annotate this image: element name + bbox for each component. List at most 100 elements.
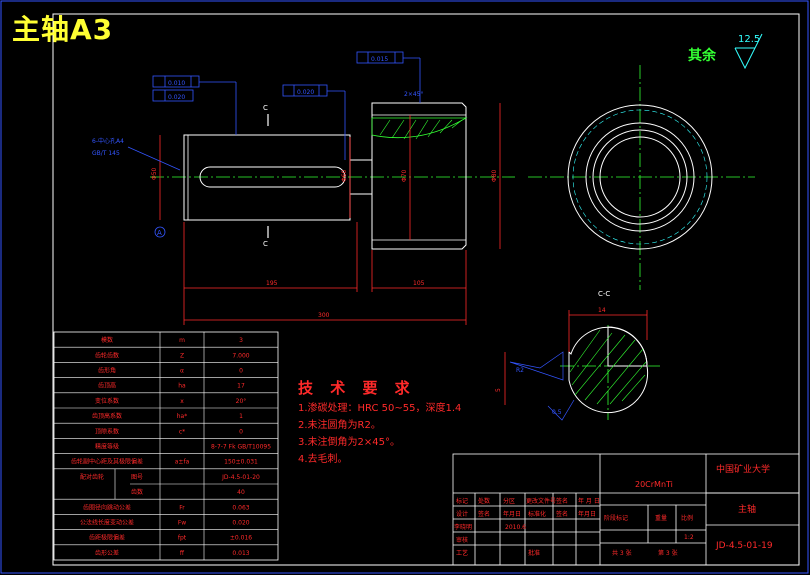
tb-craft: 工艺 [456,549,468,557]
params-cell: 精度等级 [95,443,119,451]
roughness-value: 12.5 [738,34,761,45]
tb-sign-1: 设计 [456,510,468,518]
section-depth-dim: 5 [495,388,502,392]
tb-stage-3: 比例 [681,514,693,522]
tb-sheet-no: 第 3 张 [658,549,678,557]
technical-requirements: 技 术 要 求 1.渗碳处理：HRC 50~55，深度1.4 2.未注圆角为R2… [298,380,461,468]
section-angle-dim: R2 [516,367,524,374]
chamfer-note: 2×45° [404,91,423,98]
section-other-dim: 0.5 [552,409,562,416]
roughness-symbol [734,33,763,70]
dim-len-300: 300 [318,312,330,319]
tb-rev-6: 年 月 日 [578,497,600,505]
main-view: Φ50 Φ60 Φ70 Φ80 195 105 300 0.010 0.02 [92,51,515,325]
tb-date: 2010.6 [505,524,526,531]
tb-stage-2: 重量 [655,514,667,522]
tb-sign-6: 年月日 [578,510,596,518]
params-cell: ±0.016 [230,535,252,542]
tech-line-2: 2.未注圆角为R2。 [298,420,381,431]
tech-line-1: 1.渗碳处理：HRC 50~55，深度1.4 [298,403,462,414]
params-cell: a±fa [175,459,190,466]
params-cell: fpt [178,535,187,542]
params-cell: m [179,337,185,344]
params-cell: 齿顶高 [98,382,116,390]
params-cell: 变位系数 [95,397,119,405]
params-cell: 7.000 [232,352,249,359]
dim-len-195: 195 [266,280,278,287]
inner-border [52,13,800,566]
params-cell: ha* [177,413,187,420]
end-view [528,65,755,290]
section-view: C-C 14 5 R2 0.5 [495,290,660,421]
params-cell: 40 [237,489,245,496]
tb-approve: 批准 [528,549,540,557]
params-cell: 0.013 [232,550,249,557]
section-width-dim: 14 [598,307,606,314]
tech-heading: 技 术 要 求 [298,379,416,397]
params-cell: 齿圈径向跳动公差 [83,503,131,511]
params-cell: 齿轮齿数 [95,351,119,359]
params-cell: 1 [239,413,243,420]
dim-d-mid: Φ60 [341,169,348,182]
tb-sign-3: 年月日 [503,510,521,518]
params-cell: 顶隙系数 [95,427,119,435]
tol-2: 0.020 [168,94,185,101]
params-cell: α [180,368,184,375]
tb-school: 中国矿业大学 [716,463,770,475]
params-cell: 0 [239,428,243,435]
tb-scale: 1:2 [684,534,694,541]
params-cell: 公法线长度变动公差 [80,519,134,527]
params-cell: 20° [236,398,247,405]
params-cell: 150±0.031 [224,459,258,466]
params-cell: 8-7-7 Fk GB/T10095 [211,444,271,451]
params-table-frame [53,331,279,561]
params-cell: Fw [178,520,186,527]
params-cell: 齿轮副中心距及其极限偏差 [71,458,143,466]
tb-code: JD-4.5-01-19 [715,541,773,551]
tb-material: 20CrMnTi [635,480,673,489]
tech-line-4: 4.去毛刺。 [298,454,348,465]
tb-audit: 审核 [456,536,468,544]
tb-part: 主轴 [738,503,756,515]
tb-sign-5: 签名 [556,510,568,518]
params-cell: 图号 [131,474,143,481]
params-cell: c* [179,428,185,435]
left-note-1: 6-中心孔A4 [92,137,124,145]
drawing-title: 主轴A3 [12,13,114,46]
tb-rev-3: 分区 [503,497,515,505]
tol-3: 0.020 [297,89,314,96]
dim-len-105: 105 [413,280,425,287]
params-cell: 齿数 [131,488,143,496]
title-block-text: 20CrMnTi 中国矿业大学 主轴 JD-4.5-01-19 标记 处数 分区… [454,463,773,557]
params-cell: 配对齿轮 [80,473,104,481]
tb-sheets: 共 3 张 [612,549,632,557]
params-cell: 17 [237,383,245,390]
params-cell: 0 [239,368,243,375]
left-note-2: GB/T 145 [92,150,120,157]
tb-rev-5: 签名 [556,497,568,505]
params-cell: 齿顶高系数 [92,412,122,420]
dim-d-right-1: Φ70 [401,169,408,182]
params-cell: x [180,398,184,405]
title-block [452,453,800,566]
tb-rev-4: 更改文件号 [526,497,556,505]
tb-rev-2: 处数 [478,497,490,505]
params-cell: 模数 [101,336,113,344]
tolerance-frames [152,51,421,160]
tb-sign-2: 签名 [478,510,490,518]
params-cell: 3 [239,337,243,344]
datum-label: A [157,229,162,237]
tech-line-3: 3.未注倒角为2×45°。 [298,437,401,448]
params-cell: JD-4.5-01-20 [221,474,260,481]
section-mark-bottom: C [263,240,268,248]
params-cell: 齿形公差 [95,549,119,557]
tb-rev-1: 标记 [456,497,468,505]
params-cell: Z [180,352,184,359]
dim-d-left: Φ50 [151,167,158,180]
datum-marker [154,226,166,238]
params-cell: 0.020 [232,520,249,527]
tb-sign-4: 标准化 [528,510,546,518]
params-cell: ff [180,550,185,557]
tb-stage-1: 阶段标记 [604,514,628,522]
